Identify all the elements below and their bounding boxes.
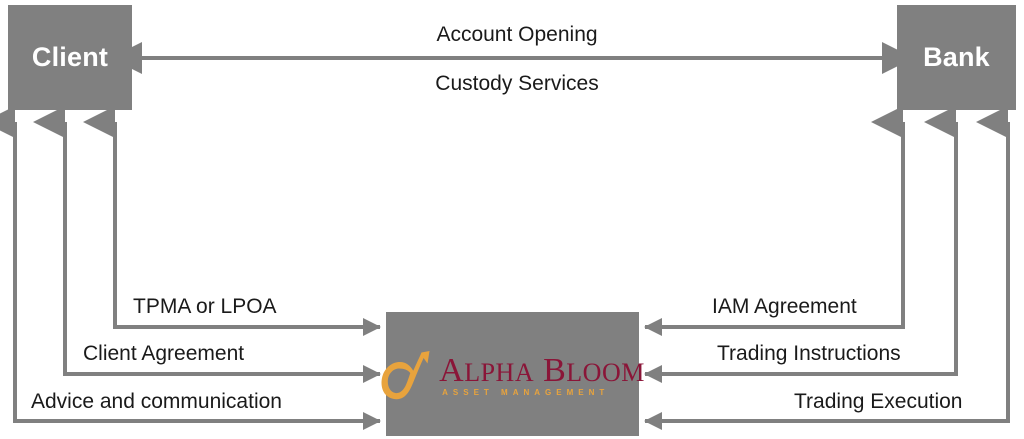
- arrowhead-into-firm-right: [644, 318, 662, 430]
- node-client-label: Client: [31, 42, 109, 72]
- alpha-bloom-wordmark: ALPHA BLOOM: [439, 351, 645, 389]
- edge-label-custody-services: Custody Services: [435, 72, 599, 95]
- connector-trading-execution: [645, 106, 1010, 423]
- connector-trading-instructions: [645, 106, 958, 376]
- node-bank-label: Bank: [923, 42, 990, 72]
- connector-client-agreement: [33, 106, 380, 376]
- connector-iam-agreement: [645, 106, 905, 329]
- alpha-bloom-tagline: ASSET MANAGEMENT: [442, 388, 610, 398]
- arrowhead-into-firm-left: [363, 318, 381, 430]
- connector-advice-and-communication: [0, 106, 380, 423]
- wordmark-b: B: [543, 351, 567, 389]
- edge-label-advice-and-communication: Advice and communication: [26, 391, 287, 412]
- wordmark-a: A: [439, 351, 465, 389]
- node-bank[interactable]: Bank: [897, 5, 1016, 110]
- edge-label-iam-agreement: IAM Agreement: [707, 296, 862, 317]
- edge-label-client-agreement: Client Agreement: [78, 343, 250, 364]
- edge-label-account-opening: Account Opening: [436, 23, 598, 46]
- node-alpha-bloom[interactable]: ALPHA BLOOM ASSET MANAGEMENT: [381, 312, 644, 436]
- node-client[interactable]: Client: [8, 5, 132, 110]
- alpha-arrow-icon: [380, 349, 438, 403]
- alpha-bloom-logo: ALPHA BLOOM ASSET MANAGEMENT: [381, 349, 644, 403]
- connector-tpma-or-lpoa: [83, 106, 380, 329]
- wordmark-lpha: LPHA: [464, 357, 535, 387]
- edge-label-tpma-or-lpoa: TPMA or LPOA: [128, 296, 282, 317]
- alpha-bloom-wordmark-block: ALPHA BLOOM ASSET MANAGEMENT: [439, 351, 645, 398]
- edge-label-trading-instructions: Trading Instructions: [712, 343, 906, 364]
- edge-label-trading-execution: Trading Execution: [789, 391, 968, 412]
- wordmark-loom: LOOM: [566, 357, 645, 387]
